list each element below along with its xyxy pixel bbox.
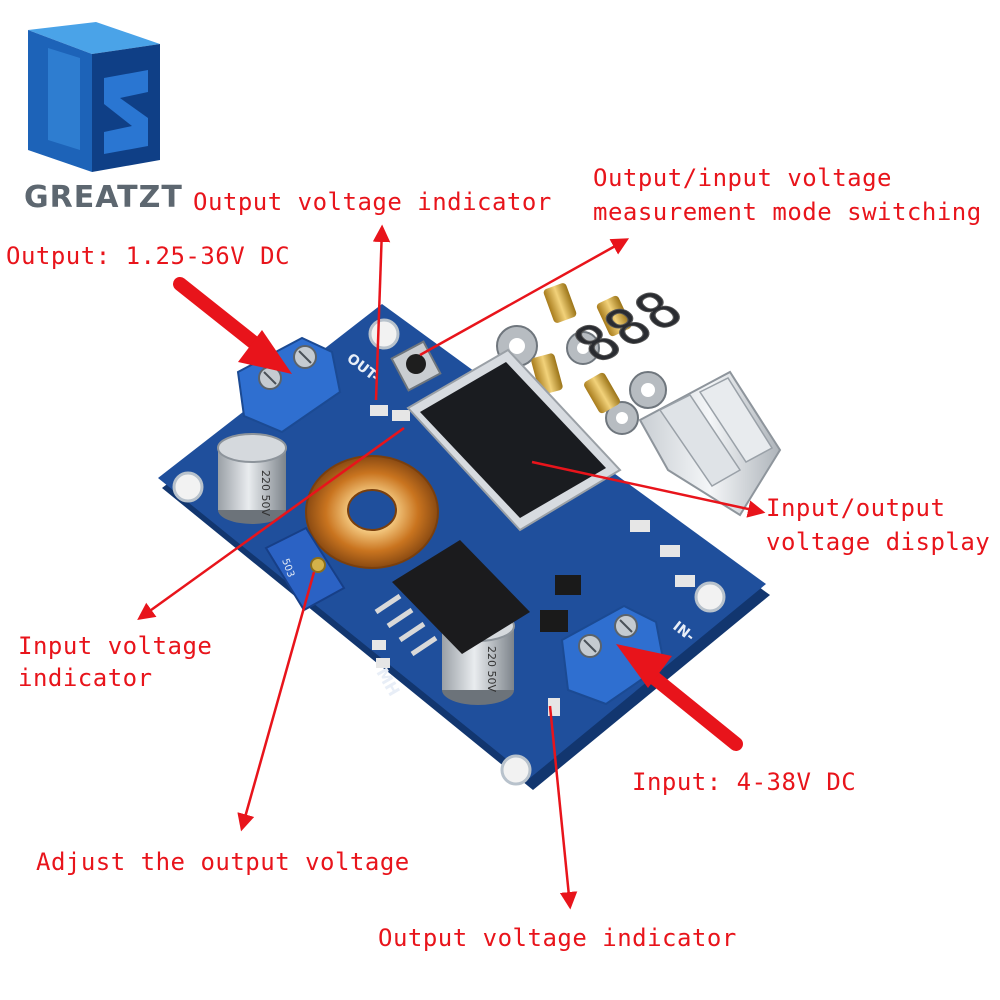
- ic-pin: [398, 621, 426, 643]
- nut-hole: [641, 383, 655, 397]
- label-output-range: Output: 1.25-36V DC: [6, 242, 291, 270]
- nut-hole: [577, 342, 589, 354]
- nut-hole: [509, 338, 525, 354]
- logo-z-shape: [104, 70, 148, 154]
- label-input-indicator-line1: Input voltage: [18, 632, 213, 660]
- coil-center: [347, 489, 397, 531]
- nut-hole: [616, 412, 628, 424]
- pot-body: [264, 526, 346, 612]
- leader-mode-switch: [419, 238, 630, 357]
- smd-part: [376, 658, 390, 668]
- screw-slot: [263, 371, 277, 385]
- ic-pin: [386, 607, 414, 629]
- label-output-voltage-indicator-top: Output voltage indicator: [193, 188, 552, 216]
- heatsink-fin: [698, 377, 774, 463]
- smd-part: [370, 405, 388, 416]
- arrow-shaft: [645, 669, 743, 751]
- input-terminal: [560, 604, 666, 706]
- main-ic: [374, 540, 530, 657]
- label-display-line2: voltage display: [766, 528, 991, 556]
- label-mode-switch-line2: measurement mode switching: [593, 198, 982, 226]
- brass-standoff: [596, 295, 632, 337]
- ic-pin: [374, 593, 402, 615]
- ic-pin: [410, 635, 438, 657]
- heatsink-fin: [658, 394, 742, 487]
- brand-name: GREATZT: [24, 180, 183, 215]
- logo-highlight: [48, 48, 80, 150]
- arrow-head: [238, 330, 292, 374]
- arrow-shaft: [173, 277, 265, 353]
- mode-button: [390, 340, 442, 392]
- smd-chip: [540, 610, 568, 632]
- brass-standoff: [543, 283, 577, 323]
- output-big-arrow: [173, 277, 292, 374]
- smd-part: [630, 520, 650, 532]
- label-input-indicator-line2: indicator: [18, 664, 153, 692]
- label-input-range: Input: 4-38V DC: [632, 768, 857, 796]
- brass-standoff: [584, 372, 620, 414]
- pot-screw: [310, 557, 326, 573]
- inductor-coil: [305, 455, 439, 569]
- label-display-line1: Input/output: [766, 494, 946, 522]
- cap-top: [217, 433, 287, 463]
- leader-output-indicator-top: [372, 224, 391, 401]
- mount-hole: [172, 471, 204, 503]
- capacitor-left: 220 50V: [217, 433, 287, 524]
- leader-display: [531, 460, 766, 518]
- logo-top-face: [28, 22, 160, 54]
- label-mode-switch-line1: Output/input voltage: [593, 164, 892, 192]
- button-cap: [406, 354, 426, 374]
- arrow-head: [616, 644, 672, 688]
- potentiometer: 503: [264, 526, 346, 612]
- cap-marking: 220 50V: [259, 470, 272, 516]
- mount-hole: [500, 754, 532, 786]
- smd-part: [675, 575, 695, 587]
- cap-marking: 220 50V: [485, 646, 498, 692]
- screw-slot: [298, 350, 312, 364]
- accessories: [496, 283, 782, 517]
- leader-adjust: [237, 571, 316, 832]
- leader-output-indicator-bottom: [548, 705, 578, 910]
- label-output-voltage-indicator-bottom: Output voltage indicator: [378, 924, 737, 952]
- mount-hole: [368, 318, 400, 350]
- smd-chip: [555, 575, 581, 595]
- screw-slot: [619, 619, 633, 633]
- smd-part: [372, 640, 386, 650]
- mount-hole: [694, 581, 726, 613]
- smd-part: [392, 410, 410, 421]
- leader-input-indicator: [137, 426, 405, 621]
- display-face: [420, 362, 606, 518]
- screw-slot: [583, 639, 597, 653]
- input-big-arrow: [616, 644, 743, 751]
- brand-logo: [28, 22, 160, 172]
- label-adjust-output: Adjust the output voltage: [36, 848, 410, 876]
- ic-body: [392, 540, 530, 654]
- smd-part: [660, 545, 680, 557]
